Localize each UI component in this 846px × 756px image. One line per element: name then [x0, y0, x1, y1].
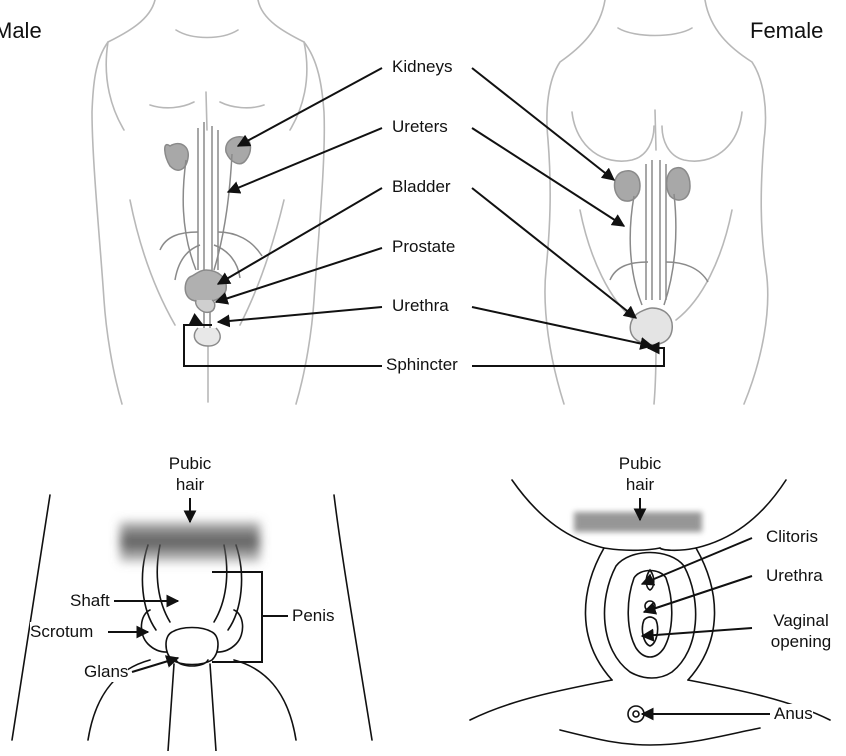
- male-pubic-hair-line1: Pubic: [160, 453, 220, 474]
- vaginal-opening-label: Vaginal opening: [758, 610, 844, 652]
- female-urinary-organs: [610, 160, 708, 345]
- female-pubic-hair-shading: [574, 512, 702, 532]
- penis-label: Penis: [292, 606, 335, 626]
- scrotum-label: Scrotum: [30, 622, 93, 642]
- clitoris-label: Clitoris: [766, 527, 818, 547]
- kidneys-label: Kidneys: [392, 57, 452, 77]
- vaginal-opening-line1: Vaginal: [758, 610, 844, 631]
- sphincter-label: Sphincter: [386, 355, 458, 375]
- shaft-label: Shaft: [70, 591, 110, 611]
- female-pubic-hair-label: Pubic hair: [610, 453, 670, 495]
- female-urethra-label: Urethra: [766, 566, 823, 586]
- prostate-label: Prostate: [392, 237, 455, 257]
- bladder-label: Bladder: [392, 177, 451, 197]
- female-pubic-hair-line2: hair: [610, 474, 670, 495]
- male-pubic-hair-line2: hair: [160, 474, 220, 495]
- vaginal-opening-line2: opening: [758, 631, 844, 652]
- anus-label: Anus: [774, 704, 813, 724]
- male-pubic-hair-shading: [120, 522, 260, 562]
- male-pubic-hair-label: Pubic hair: [160, 453, 220, 495]
- male-heading: Male: [0, 21, 42, 41]
- ureters-label: Ureters: [392, 117, 448, 137]
- glans-label: Glans: [84, 662, 128, 682]
- urethra-label: Urethra: [392, 296, 449, 316]
- urinary-label-arrows: [184, 68, 664, 366]
- female-heading: Female: [750, 21, 823, 41]
- female-pubic-hair-line1: Pubic: [610, 453, 670, 474]
